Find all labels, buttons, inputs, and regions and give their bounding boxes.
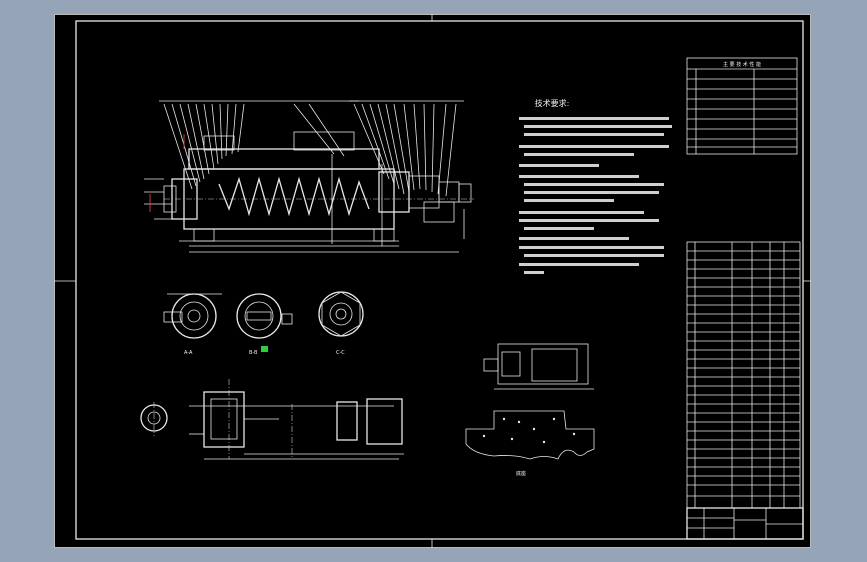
spec-table: 主 要 技 术 性 能 [686,57,798,155]
section-label-b: B-B [249,350,258,356]
section-label-c: C-C [336,350,345,356]
base-plate-view: 底座 [465,410,595,477]
section-views: A-A B-B C-C [140,291,364,436]
section-label-a: A-A [184,350,193,356]
title-block [686,507,804,540]
inner-frame [75,20,804,540]
main-assembly-view [144,100,474,253]
green-marker [261,346,268,352]
technical-requirements: 技术要求: [519,98,672,274]
requirements-title: 技术要求: [535,98,570,108]
drawing-sheet: 技术要求: 主 要 技 术 性 能 [54,14,811,548]
k-view [483,343,594,390]
lower-assembly-view [189,379,404,460]
requirements-text-lines [519,117,672,274]
outer-frame [54,14,811,548]
cad-drawing: 技术要求: 主 要 技 术 性 能 [54,14,811,548]
parts-list-table [686,241,801,509]
spec-table-title: 主 要 技 术 性 能 [723,61,761,68]
base-view-label: 底座 [516,470,526,477]
